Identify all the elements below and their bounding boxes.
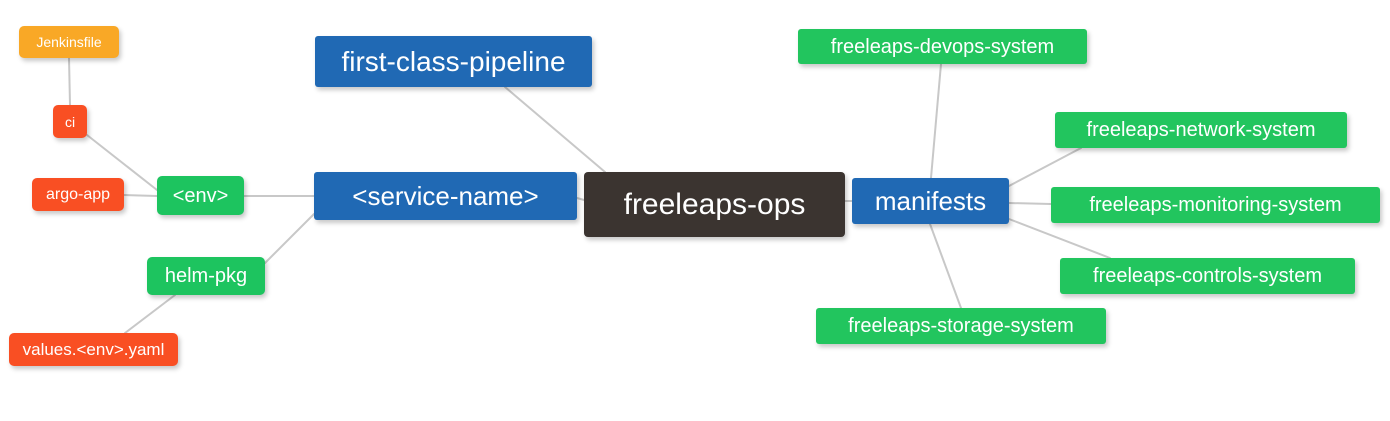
node-env[interactable]: <env> [157, 176, 244, 215]
node-jenkinsfile[interactable]: Jenkinsfile [19, 26, 119, 58]
node-label: first-class-pipeline [341, 45, 566, 77]
node-label: freeleaps-ops [623, 187, 806, 221]
node-label: Jenkinsfile [36, 34, 102, 50]
node-label: <env> [172, 184, 229, 207]
edge-argo-app-to-env [123, 194, 158, 197]
node-argo-app[interactable]: argo-app [32, 178, 124, 211]
node-label: freeleaps-devops-system [830, 35, 1055, 58]
node-label: helm-pkg [164, 265, 248, 287]
node-freeleaps-devops-system[interactable]: freeleaps-devops-system [798, 29, 1087, 64]
node-freeleaps-storage-system[interactable]: freeleaps-storage-system [816, 308, 1106, 344]
edge-manifests-to-freeleaps-devops-system [930, 63, 942, 179]
node-service-name[interactable]: <service-name> [314, 172, 577, 220]
node-label: freeleaps-storage-system [848, 315, 1074, 337]
edge-helm-pkg-to-values-yaml [124, 294, 176, 334]
node-label: <service-name> [352, 181, 539, 211]
node-label: ci [64, 113, 76, 130]
node-label: freeleaps-monitoring-system [1089, 194, 1342, 216]
node-freeleaps-network-system[interactable]: freeleaps-network-system [1055, 112, 1347, 148]
edge-first-class-pipeline-to-freeleaps-ops [504, 86, 606, 173]
node-helm-pkg[interactable]: helm-pkg [147, 257, 265, 295]
node-values-yaml[interactable]: values.<env>.yaml [9, 333, 178, 366]
node-label: values.<env>.yaml [22, 340, 165, 359]
node-freeleaps-controls-system[interactable]: freeleaps-controls-system [1060, 258, 1355, 294]
node-freeleaps-ops[interactable]: freeleaps-ops [584, 172, 845, 237]
node-freeleaps-monitoring-system[interactable]: freeleaps-monitoring-system [1051, 187, 1380, 223]
edge-manifests-to-freeleaps-storage-system [929, 223, 962, 309]
node-label: argo-app [45, 185, 111, 203]
edge-manifests-to-freeleaps-controls-system [1008, 218, 1111, 259]
node-label: manifests [874, 186, 987, 216]
edge-manifests-to-freeleaps-monitoring-system [1008, 202, 1052, 205]
node-manifests[interactable]: manifests [852, 178, 1009, 224]
edge-service-name-to-helm-pkg [264, 213, 315, 264]
edge-jenkinsfile-to-ci [68, 57, 71, 106]
node-label: freeleaps-controls-system [1093, 265, 1322, 287]
edge-manifests-to-freeleaps-network-system [1008, 147, 1082, 187]
edge-service-name-to-freeleaps-ops [576, 197, 585, 201]
node-label: freeleaps-network-system [1086, 119, 1316, 141]
node-first-class-pipeline[interactable]: first-class-pipeline [315, 36, 592, 87]
node-ci[interactable]: ci [53, 105, 87, 138]
